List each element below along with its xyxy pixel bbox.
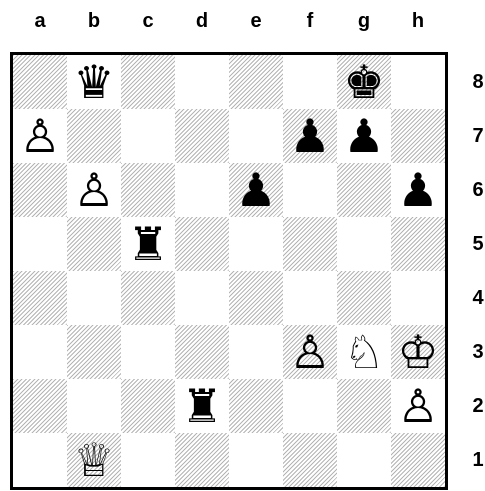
square-a4[interactable] <box>13 271 67 325</box>
square-e4[interactable] <box>229 271 283 325</box>
square-h1[interactable] <box>391 433 445 487</box>
black-pawn-icon[interactable]: ♟ <box>337 109 391 163</box>
square-c8[interactable] <box>121 55 175 109</box>
square-h5[interactable] <box>391 217 445 271</box>
chess-board: ♛♚♙♟♟♙♟♟♜♙♘♔♜♙♕ <box>10 52 448 490</box>
square-e1[interactable] <box>229 433 283 487</box>
square-c2[interactable] <box>121 379 175 433</box>
square-d8[interactable] <box>175 55 229 109</box>
square-h4[interactable] <box>391 271 445 325</box>
square-b7[interactable] <box>67 109 121 163</box>
square-g5[interactable] <box>337 217 391 271</box>
square-c4[interactable] <box>121 271 175 325</box>
square-c7[interactable] <box>121 109 175 163</box>
black-rook-icon[interactable]: ♜ <box>121 217 175 271</box>
white-queen-icon[interactable]: ♕ <box>67 433 121 487</box>
square-g1[interactable] <box>337 433 391 487</box>
square-a6[interactable] <box>13 163 67 217</box>
black-rook-icon[interactable]: ♜ <box>175 379 229 433</box>
square-h7[interactable] <box>391 109 445 163</box>
square-g6[interactable] <box>337 163 391 217</box>
white-pawn-icon[interactable]: ♙ <box>13 109 67 163</box>
square-e8[interactable] <box>229 55 283 109</box>
square-a3[interactable] <box>13 325 67 379</box>
square-d6[interactable] <box>175 163 229 217</box>
square-f4[interactable] <box>283 271 337 325</box>
file-label-h: h <box>391 10 445 33</box>
square-a8[interactable] <box>13 55 67 109</box>
file-label-b: b <box>67 10 121 33</box>
square-c1[interactable] <box>121 433 175 487</box>
square-e3[interactable] <box>229 325 283 379</box>
white-pawn-icon[interactable]: ♙ <box>283 325 337 379</box>
square-g4[interactable] <box>337 271 391 325</box>
rank-label-8: 8 <box>468 55 485 109</box>
square-d7[interactable] <box>175 109 229 163</box>
square-d4[interactable] <box>175 271 229 325</box>
square-a2[interactable] <box>13 379 67 433</box>
square-f6[interactable] <box>283 163 337 217</box>
black-king-icon[interactable]: ♚ <box>337 55 391 109</box>
black-pawn-icon[interactable]: ♟ <box>229 163 283 217</box>
rank-label-6: 6 <box>468 163 485 217</box>
white-knight-icon[interactable]: ♘ <box>337 325 391 379</box>
file-label-d: d <box>175 10 229 33</box>
white-pawn-icon[interactable]: ♙ <box>67 163 121 217</box>
square-b5[interactable] <box>67 217 121 271</box>
square-d3[interactable] <box>175 325 229 379</box>
square-b2[interactable] <box>67 379 121 433</box>
white-king-icon[interactable]: ♔ <box>391 325 445 379</box>
square-c3[interactable] <box>121 325 175 379</box>
square-a1[interactable] <box>13 433 67 487</box>
rank-label-7: 7 <box>468 109 485 163</box>
square-e2[interactable] <box>229 379 283 433</box>
square-b4[interactable] <box>67 271 121 325</box>
square-a5[interactable] <box>13 217 67 271</box>
file-label-e: e <box>229 10 283 33</box>
white-pawn-icon[interactable]: ♙ <box>391 379 445 433</box>
file-label-c: c <box>121 10 175 33</box>
file-label-f: f <box>283 10 337 33</box>
rank-label-5: 5 <box>468 217 485 271</box>
square-f1[interactable] <box>283 433 337 487</box>
rank-label-3: 3 <box>468 325 485 379</box>
file-label-a: a <box>13 10 67 33</box>
square-d5[interactable] <box>175 217 229 271</box>
square-f5[interactable] <box>283 217 337 271</box>
black-pawn-icon[interactable]: ♟ <box>283 109 337 163</box>
square-e5[interactable] <box>229 217 283 271</box>
rank-label-2: 2 <box>468 379 485 433</box>
rank-label-1: 1 <box>468 433 485 487</box>
square-g2[interactable] <box>337 379 391 433</box>
square-h8[interactable] <box>391 55 445 109</box>
black-queen-icon[interactable]: ♛ <box>67 55 121 109</box>
file-label-g: g <box>337 10 391 33</box>
square-c6[interactable] <box>121 163 175 217</box>
square-b3[interactable] <box>67 325 121 379</box>
square-e7[interactable] <box>229 109 283 163</box>
square-f2[interactable] <box>283 379 337 433</box>
black-pawn-icon[interactable]: ♟ <box>391 163 445 217</box>
square-f8[interactable] <box>283 55 337 109</box>
square-d1[interactable] <box>175 433 229 487</box>
rank-label-4: 4 <box>468 271 485 325</box>
